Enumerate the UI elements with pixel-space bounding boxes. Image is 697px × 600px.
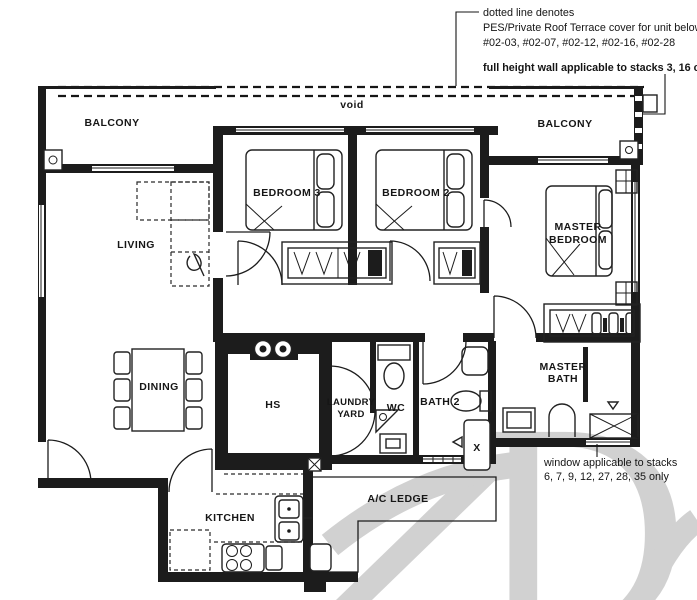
bed3-icon	[245, 149, 343, 231]
ac-unit	[309, 543, 332, 572]
label-heater-x: X	[473, 442, 480, 454]
kitchen-sink-icon	[274, 495, 304, 543]
leader-lines	[455, 11, 666, 457]
bath2-fixtures	[450, 346, 492, 471]
room-label-bedroom3: BEDROOM 3	[253, 187, 321, 199]
annotation-dotted-2: PES/Private Roof Terrace cover for unit …	[483, 22, 697, 34]
annotation-full-height: full height wall applicable to stacks 3,…	[483, 62, 697, 74]
toilet-icon	[450, 390, 482, 412]
stove-icon	[221, 543, 265, 573]
living-door-arc	[225, 231, 271, 277]
room-label-balcony-right: BALCONY	[537, 118, 592, 130]
yard-door-arc	[329, 365, 376, 457]
bedroom3-door-arc	[237, 240, 283, 286]
room-labels: BALCONY void BALCONY BEDROOM 3 BEDROOM 2…	[84, 99, 607, 524]
ac-ledge-outline	[313, 476, 497, 573]
bath2-door-arc	[422, 340, 467, 385]
room-label-master-bedroom-1: MASTER	[554, 221, 601, 233]
room-label-master-bath-1: MASTER	[539, 361, 586, 373]
wardrobe-bedroom2-icon	[433, 241, 481, 285]
floor-trap-icon	[379, 433, 407, 454]
watermark: D	[321, 377, 697, 600]
room-label-bath2: BATH 2	[420, 396, 460, 408]
wall-full-height	[634, 86, 643, 165]
dining-table-icon	[113, 348, 203, 432]
master-bed-icon	[545, 169, 638, 306]
wardrobe-master-icon	[543, 303, 641, 343]
wc-fixtures	[375, 344, 411, 454]
room-label-dining: DINING	[139, 381, 178, 393]
room-label-kitchen: KITCHEN	[205, 512, 255, 524]
column-right	[619, 140, 639, 160]
annotations: dotted line denotes PES/Private Roof Ter…	[483, 7, 697, 483]
sink-icon	[461, 346, 489, 376]
cistern-icon	[377, 344, 411, 361]
room-label-master-bath-2: BATH	[548, 373, 578, 385]
washer-dryer-icon	[250, 338, 298, 360]
master-bedroom-door-arc	[483, 199, 512, 228]
room-label-master-bedroom-2: BEDROOM	[549, 234, 607, 246]
arrow-icon	[451, 435, 463, 449]
toilet-icon	[383, 362, 405, 390]
room-label-wc: WC	[387, 402, 405, 414]
kitchen-fixtures	[169, 473, 312, 573]
wardrobe-bedroom3-icon	[281, 241, 393, 285]
shower-head-icon	[606, 401, 620, 411]
plant-icon	[186, 252, 205, 277]
room-label-living: LIVING	[117, 239, 155, 251]
water-heater-box	[463, 419, 491, 471]
room-label-balcony-left: BALCONY	[84, 117, 139, 129]
bed2-icon	[375, 149, 473, 231]
room-label-hs: HS	[265, 399, 281, 411]
annotation-window-2: 6, 7, 9, 12, 27, 28, 35 only	[544, 471, 669, 483]
room-label-bedroom2: BEDROOM 2	[382, 187, 450, 199]
kitchen-door-arc	[168, 448, 213, 493]
annotation-dotted-1: dotted line denotes	[483, 7, 575, 19]
sink-icon	[502, 407, 536, 433]
master-bath-fixtures	[502, 401, 639, 439]
corner-sink-icon	[375, 409, 400, 434]
column-left	[43, 149, 63, 171]
room-label-ac-ledge: A/C LEDGE	[367, 493, 428, 505]
master-bath-door-arc	[493, 295, 537, 339]
annotation-window-1: window applicable to stacks	[543, 457, 678, 469]
shower-icon	[589, 413, 639, 439]
toilet-icon	[548, 403, 576, 437]
bedroom2-door-arc	[389, 240, 431, 282]
annotation-dotted-3: #02-03, #02-07, #02-12, #02-16, #02-28	[483, 37, 675, 49]
room-label-laundry-1: LAUNDRY	[327, 397, 376, 408]
room-label-void: void	[340, 99, 363, 111]
entrance-door-arc	[47, 439, 92, 484]
sofa-icon	[136, 181, 210, 287]
door-arcs	[47, 199, 537, 493]
room-label-laundry-2: YARD	[337, 409, 364, 420]
